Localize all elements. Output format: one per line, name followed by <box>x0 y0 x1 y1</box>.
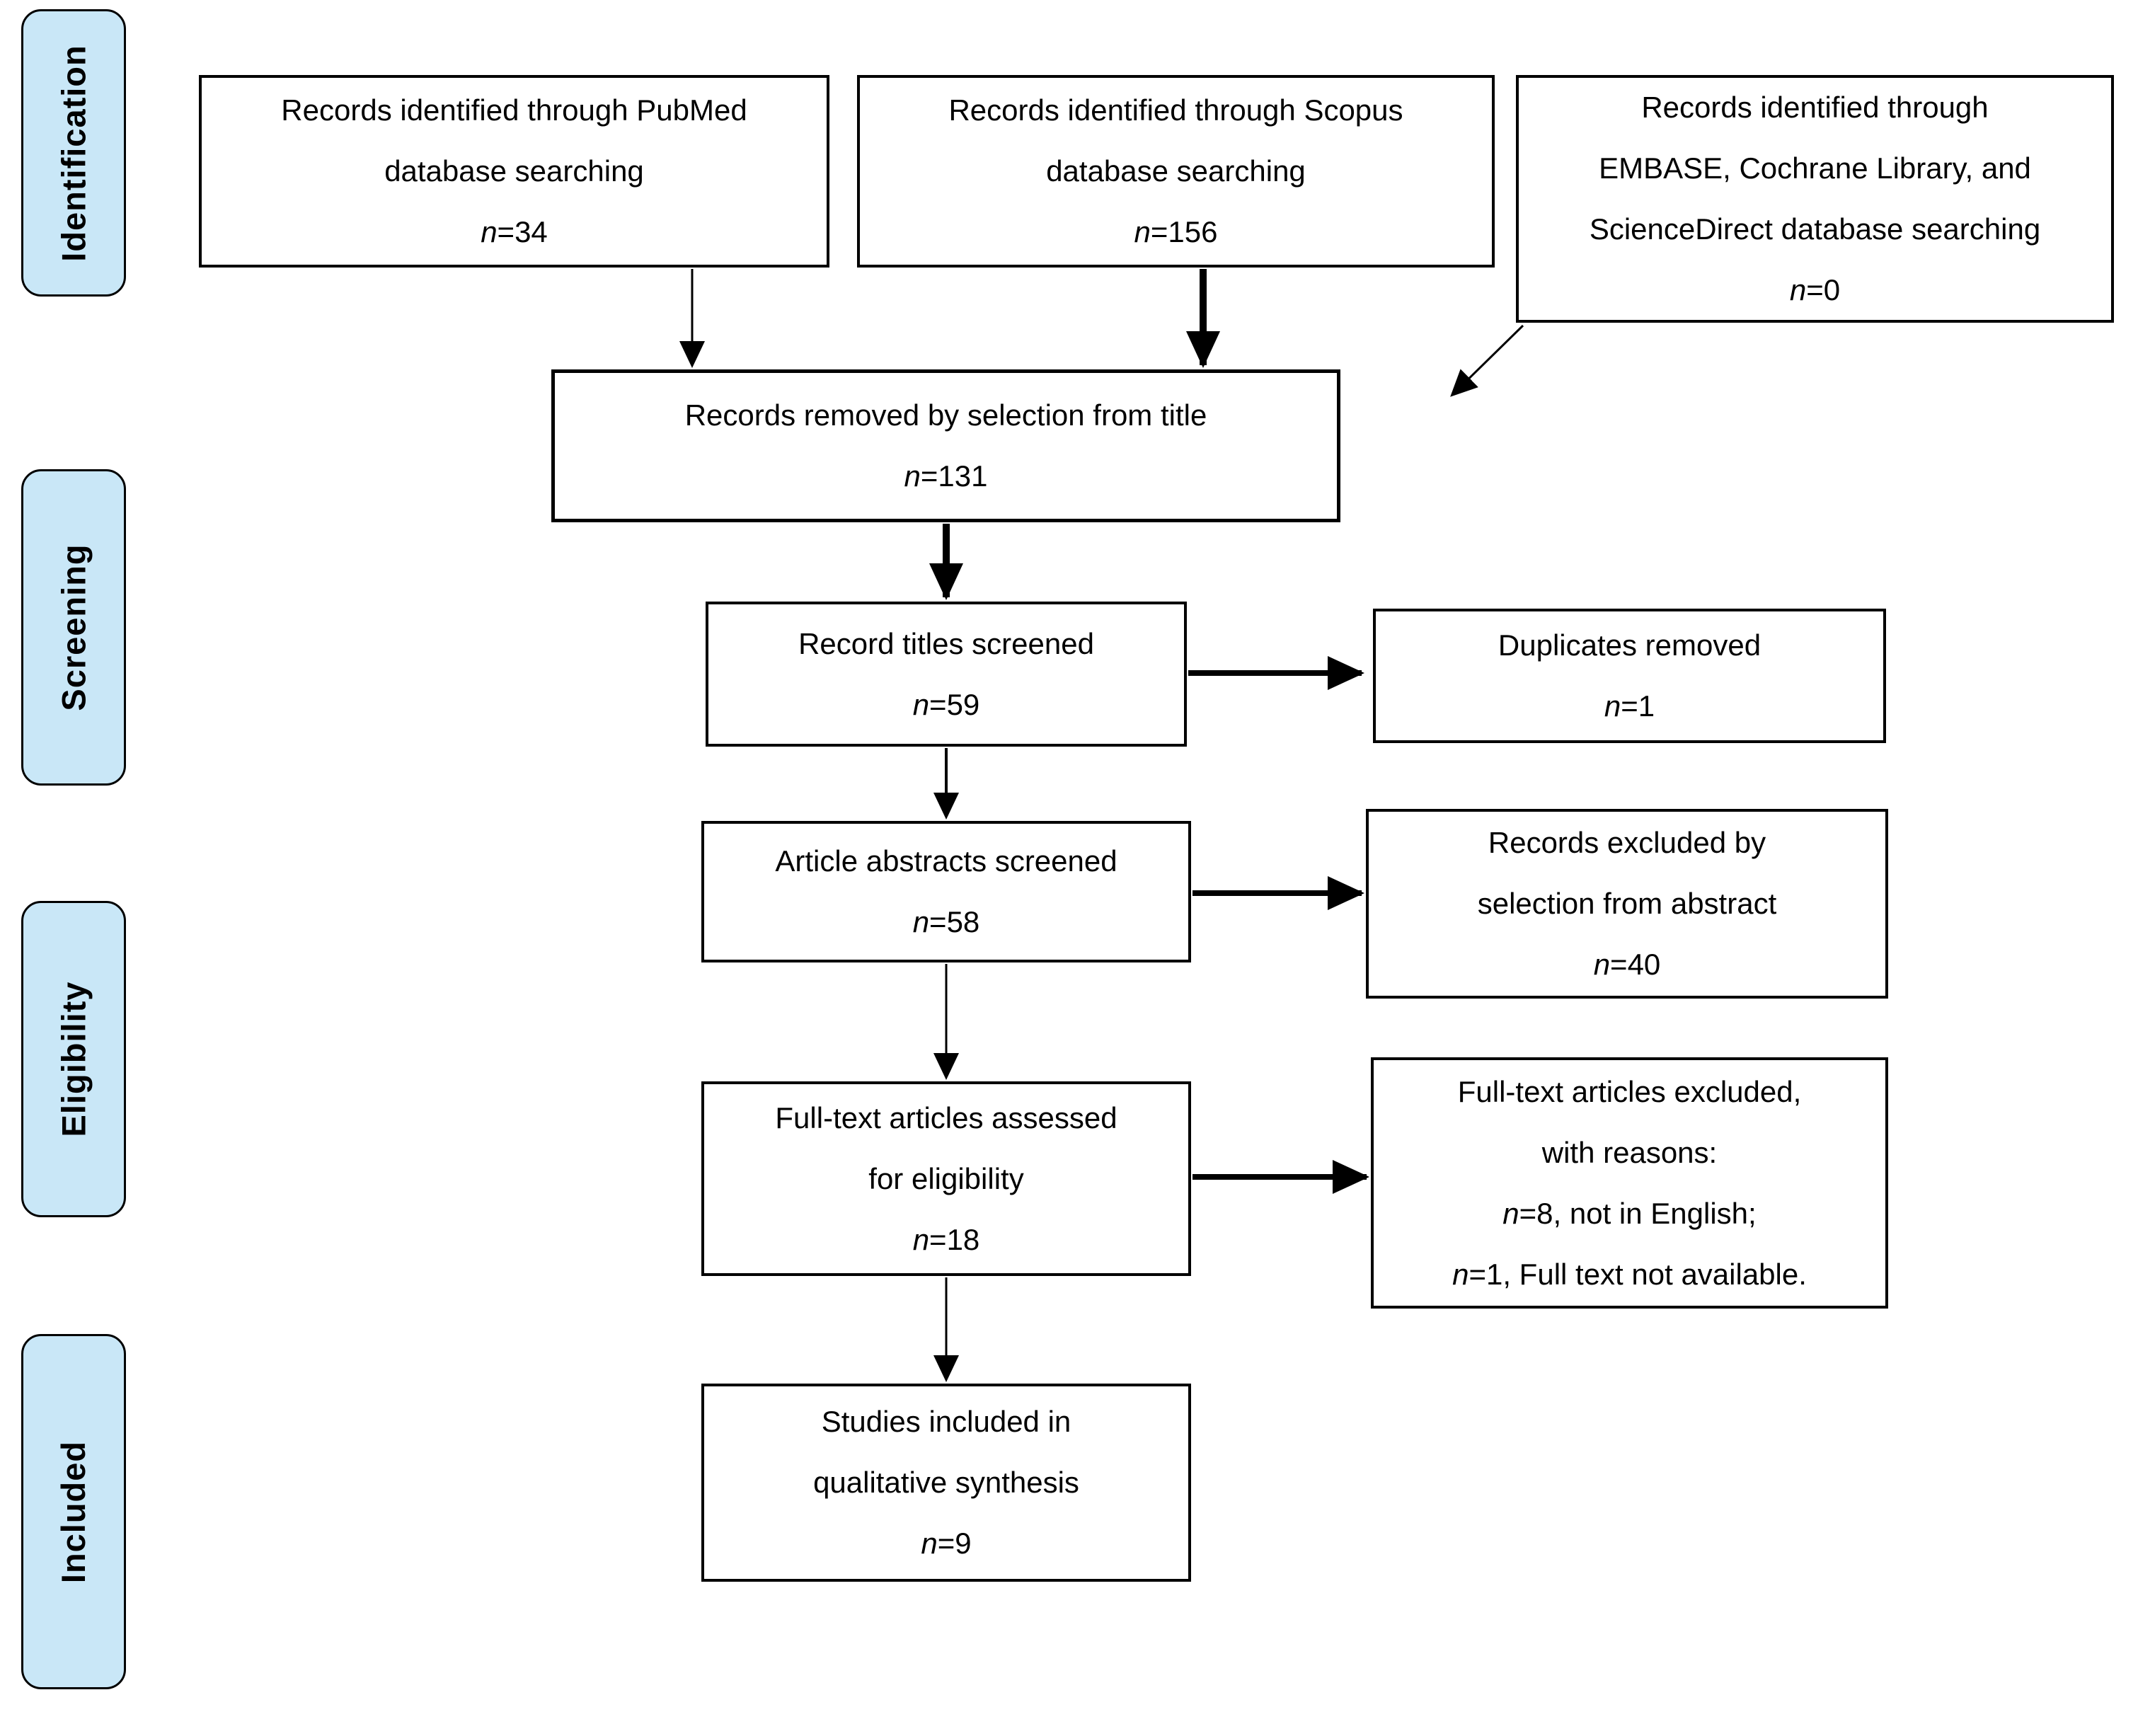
box-text: Records identified through Scopus databas… <box>948 80 1403 263</box>
box-records-identified-scopus: Records identified through Scopus databas… <box>857 75 1495 268</box>
box-text-line: Record titles screened <box>798 626 1094 660</box>
box-text: Record titles screened n=59 <box>798 614 1094 735</box>
stage-label-screening: Screening <box>54 544 93 711</box>
box-text: Article abstracts screened n=58 <box>775 831 1117 953</box>
box-text-line: n=1 <box>1604 689 1655 723</box>
box-text-line: ScienceDirect database searching <box>1589 212 2041 246</box>
box-text: Studies included in qualitative synthesis… <box>813 1391 1079 1574</box>
box-text-line: n=59 <box>912 687 980 721</box>
box-text-line: n=40 <box>1593 948 1661 981</box>
stage-label-included: Included <box>54 1440 93 1583</box>
box-article-abstracts-screened: Article abstracts screened n=58 <box>701 821 1191 962</box>
box-fulltext-assessed: Full-text articles assessed for eligibili… <box>701 1081 1191 1276</box>
box-text-line: n=34 <box>481 215 548 248</box>
box-text-line: Duplicates removed <box>1498 628 1761 662</box>
box-text-line: n=8, not in English; <box>1502 1196 1757 1230</box>
box-fulltext-excluded: Full-text articles excluded, with reasons… <box>1371 1057 1888 1309</box>
stage-label-identification: Identification <box>54 44 93 262</box>
box-text-line: with reasons: <box>1541 1135 1718 1169</box>
box-text-line: Article abstracts screened <box>775 844 1117 878</box>
box-text: Records excluded by selection from abstra… <box>1478 812 1777 995</box>
box-text-line: n=156 <box>1134 215 1218 248</box>
box-records-identified-pubmed: Records identified through PubMed databas… <box>199 75 829 268</box>
box-text: Duplicates removed n=1 <box>1498 615 1761 737</box>
box-text-line: for eligibility <box>868 1161 1024 1195</box>
stage-pill-included: Included <box>21 1334 126 1689</box>
box-text-line: database searching <box>1046 154 1306 188</box>
box-text-line: n=0 <box>1789 273 1841 306</box>
stage-pill-eligibility: Eligibility <box>21 901 126 1217</box>
box-text-line: n=131 <box>904 459 988 493</box>
box-text-line: Records identified through Scopus <box>948 93 1403 127</box>
box-text: Records identified through PubMed databas… <box>281 80 747 263</box>
box-text-line: EMBASE, Cochrane Library, and <box>1599 151 2031 185</box>
box-text-line: Full-text articles assessed <box>775 1100 1117 1134</box>
box-records-removed-by-title: Records removed by selection from title n… <box>551 369 1340 522</box>
box-record-titles-screened: Record titles screened n=59 <box>706 602 1187 747</box>
box-text-line: Studies included in <box>821 1405 1071 1438</box>
box-text-line: qualitative synthesis <box>813 1466 1079 1499</box>
box-text-line: Records identified through <box>1641 91 1989 124</box>
box-text: Full-text articles excluded, with reasons… <box>1452 1062 1807 1305</box>
box-text: Full-text articles assessed for eligibili… <box>775 1088 1117 1270</box>
stage-label-eligibility: Eligibility <box>54 981 93 1137</box>
stage-pill-screening: Screening <box>21 469 126 786</box>
box-text-line: n=9 <box>921 1527 972 1560</box>
box-text: Records removed by selection from title n… <box>685 385 1207 507</box>
box-text-line: Records identified through PubMed <box>281 93 747 127</box>
arrow-embase-to-removed <box>1450 324 1524 397</box>
box-text-line: Full-text articles excluded, <box>1457 1074 1802 1108</box>
box-text-line: Records removed by selection from title <box>684 398 1207 432</box>
box-text-line: n=58 <box>912 905 980 938</box>
stage-pill-identification: Identification <box>21 9 126 297</box>
box-text-line: n=1, Full text not available. <box>1452 1257 1807 1291</box>
box-text-line: database searching <box>384 154 644 188</box>
box-studies-included: Studies included in qualitative synthesis… <box>701 1384 1191 1582</box>
box-text-line: selection from abstract <box>1477 887 1777 920</box>
box-records-excluded-by-abstract: Records excluded by selection from abstra… <box>1366 809 1888 999</box>
box-duplicates-removed: Duplicates removed n=1 <box>1373 609 1886 743</box>
box-text-line: n=18 <box>912 1222 980 1256</box>
box-text-line: Records excluded by <box>1488 826 1766 859</box>
